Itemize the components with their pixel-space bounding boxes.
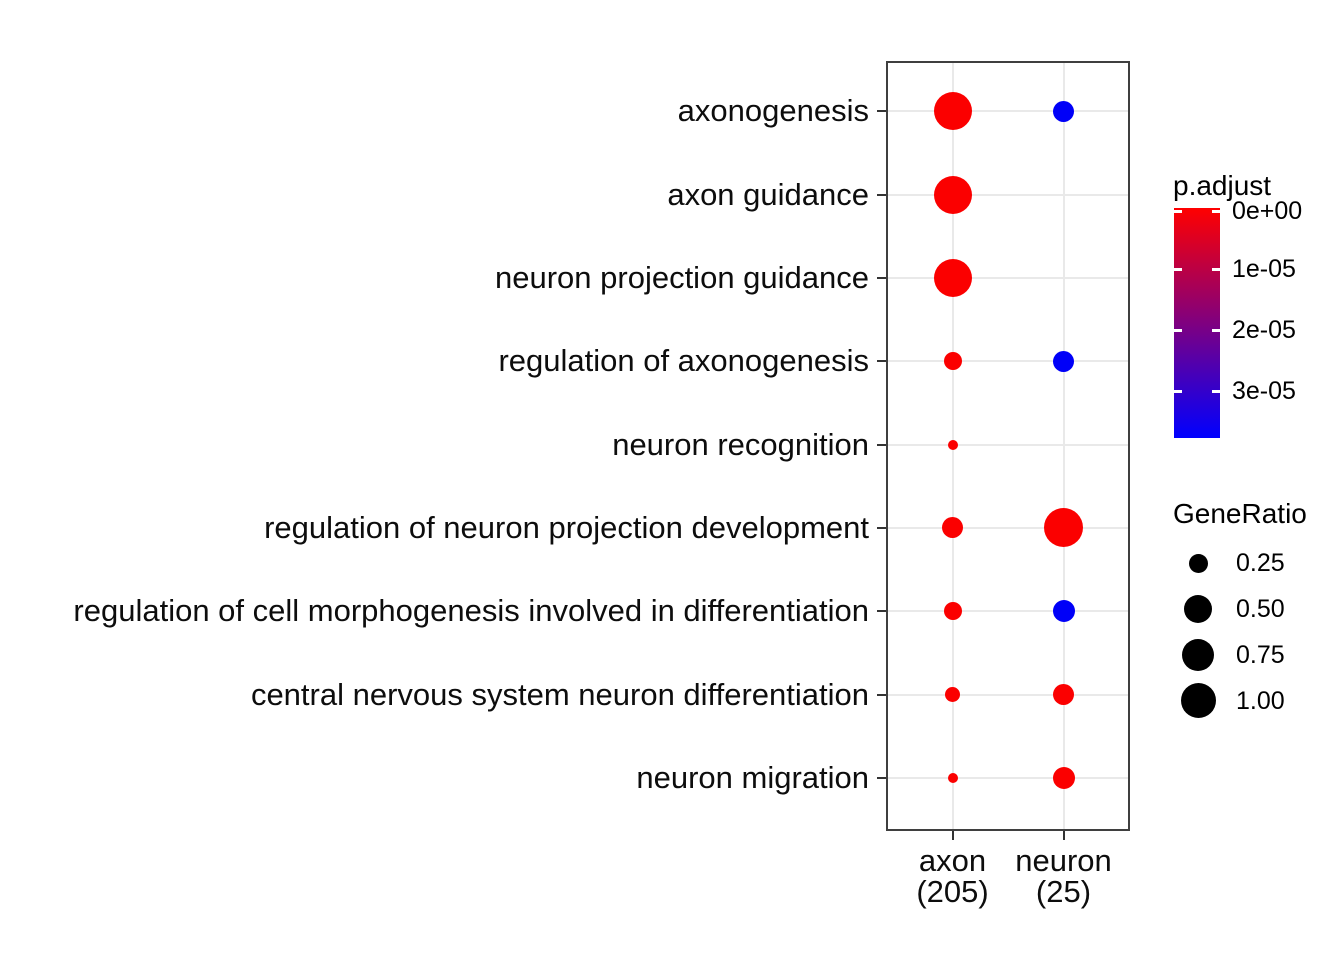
- x-axis-label: neuron(25): [974, 845, 1154, 907]
- y-axis-tick: [877, 110, 886, 113]
- data-point: [947, 773, 958, 783]
- colorbar-tick-mark: [1174, 210, 1182, 213]
- data-point: [1053, 100, 1074, 122]
- x-axis-label-count: (25): [1035, 874, 1092, 909]
- data-point: [943, 602, 962, 621]
- gridline-horizontal: [888, 360, 1128, 363]
- colorbar-tick-mark: [1212, 210, 1220, 213]
- gridline-horizontal: [888, 443, 1128, 446]
- data-point: [1053, 350, 1074, 372]
- size-legend-circle: [1188, 553, 1208, 573]
- size-legend-title: GeneRatio: [1173, 498, 1307, 529]
- gridline-horizontal: [888, 276, 1128, 279]
- data-point: [947, 439, 958, 450]
- size-legend-label: 0.75: [1236, 640, 1285, 669]
- y-axis-tick: [877, 693, 886, 696]
- gridline-horizontal: [888, 610, 1128, 613]
- y-axis-label: neuron recognition: [612, 426, 869, 462]
- y-axis-label: regulation of axonogenesis: [498, 343, 869, 379]
- colorbar-gradient: [1174, 208, 1220, 438]
- y-axis-label: regulation of neuron projection developm…: [264, 509, 869, 545]
- data-point: [942, 517, 963, 539]
- gridline-horizontal: [888, 193, 1128, 196]
- gridline-horizontal: [888, 110, 1128, 113]
- size-legend-label: 1.00: [1236, 686, 1285, 715]
- y-axis-tick: [877, 777, 886, 779]
- x-axis-label: axon(205): [863, 845, 1043, 907]
- plot-panel: [886, 61, 1130, 831]
- size-legend-label: 0.25: [1236, 549, 1285, 577]
- y-axis-label: axonogenesis: [677, 93, 869, 129]
- data-point: [943, 352, 962, 371]
- colorbar-tick-mark: [1212, 267, 1220, 271]
- colorbar-tick-mark: [1212, 328, 1220, 332]
- size-legend-circle: [1184, 594, 1212, 623]
- y-axis-label: neuron projection guidance: [495, 259, 869, 295]
- data-point: [1052, 767, 1075, 789]
- data-point: [933, 258, 972, 297]
- data-point: [1052, 600, 1075, 623]
- x-axis-label-count: (205): [916, 874, 989, 909]
- y-axis-label: central nervous system neuron differenti…: [250, 676, 869, 712]
- y-axis-tick: [877, 193, 886, 196]
- y-axis-tick: [877, 443, 886, 446]
- colorbar-tick-mark: [1212, 389, 1220, 393]
- gridline-horizontal: [888, 693, 1128, 696]
- x-axis-label-cluster: axon: [918, 843, 987, 878]
- y-axis-label: regulation of cell morphogenesis involve…: [73, 593, 869, 629]
- y-axis-tick: [877, 526, 886, 529]
- colorbar-tick-label: 1e-05: [1232, 254, 1296, 283]
- data-point: [933, 92, 972, 131]
- x-axis-tick: [1062, 831, 1065, 840]
- y-axis-tick: [877, 610, 886, 613]
- size-legend-label: 0.50: [1236, 594, 1285, 623]
- colorbar-tick-label: 3e-05: [1232, 376, 1296, 405]
- colorbar-tick-mark: [1174, 267, 1182, 271]
- data-point: [1044, 508, 1083, 548]
- colorbar-tick-label: 2e-05: [1232, 315, 1296, 344]
- y-axis-tick: [877, 360, 886, 363]
- y-axis-label: axon guidance: [667, 176, 869, 212]
- colorbar-tick-mark: [1174, 389, 1182, 393]
- gridline-horizontal: [888, 777, 1128, 779]
- size-legend-circle: [1182, 638, 1214, 671]
- y-axis-tick: [877, 276, 886, 279]
- colorbar-tick-label: 0e+00: [1232, 197, 1303, 225]
- gridline-horizontal: [888, 526, 1128, 529]
- x-axis-tick: [951, 831, 954, 840]
- x-axis-label-cluster: neuron: [1015, 843, 1112, 878]
- size-legend-circle: [1180, 683, 1216, 719]
- colorbar-legend-title: p.adjust: [1173, 170, 1272, 201]
- data-point: [945, 687, 960, 703]
- colorbar-tick-mark: [1174, 328, 1182, 332]
- gridline-vertical: [1062, 63, 1065, 829]
- data-point: [1053, 684, 1074, 706]
- y-axis-label: neuron migration: [636, 760, 869, 795]
- data-point: [933, 175, 972, 214]
